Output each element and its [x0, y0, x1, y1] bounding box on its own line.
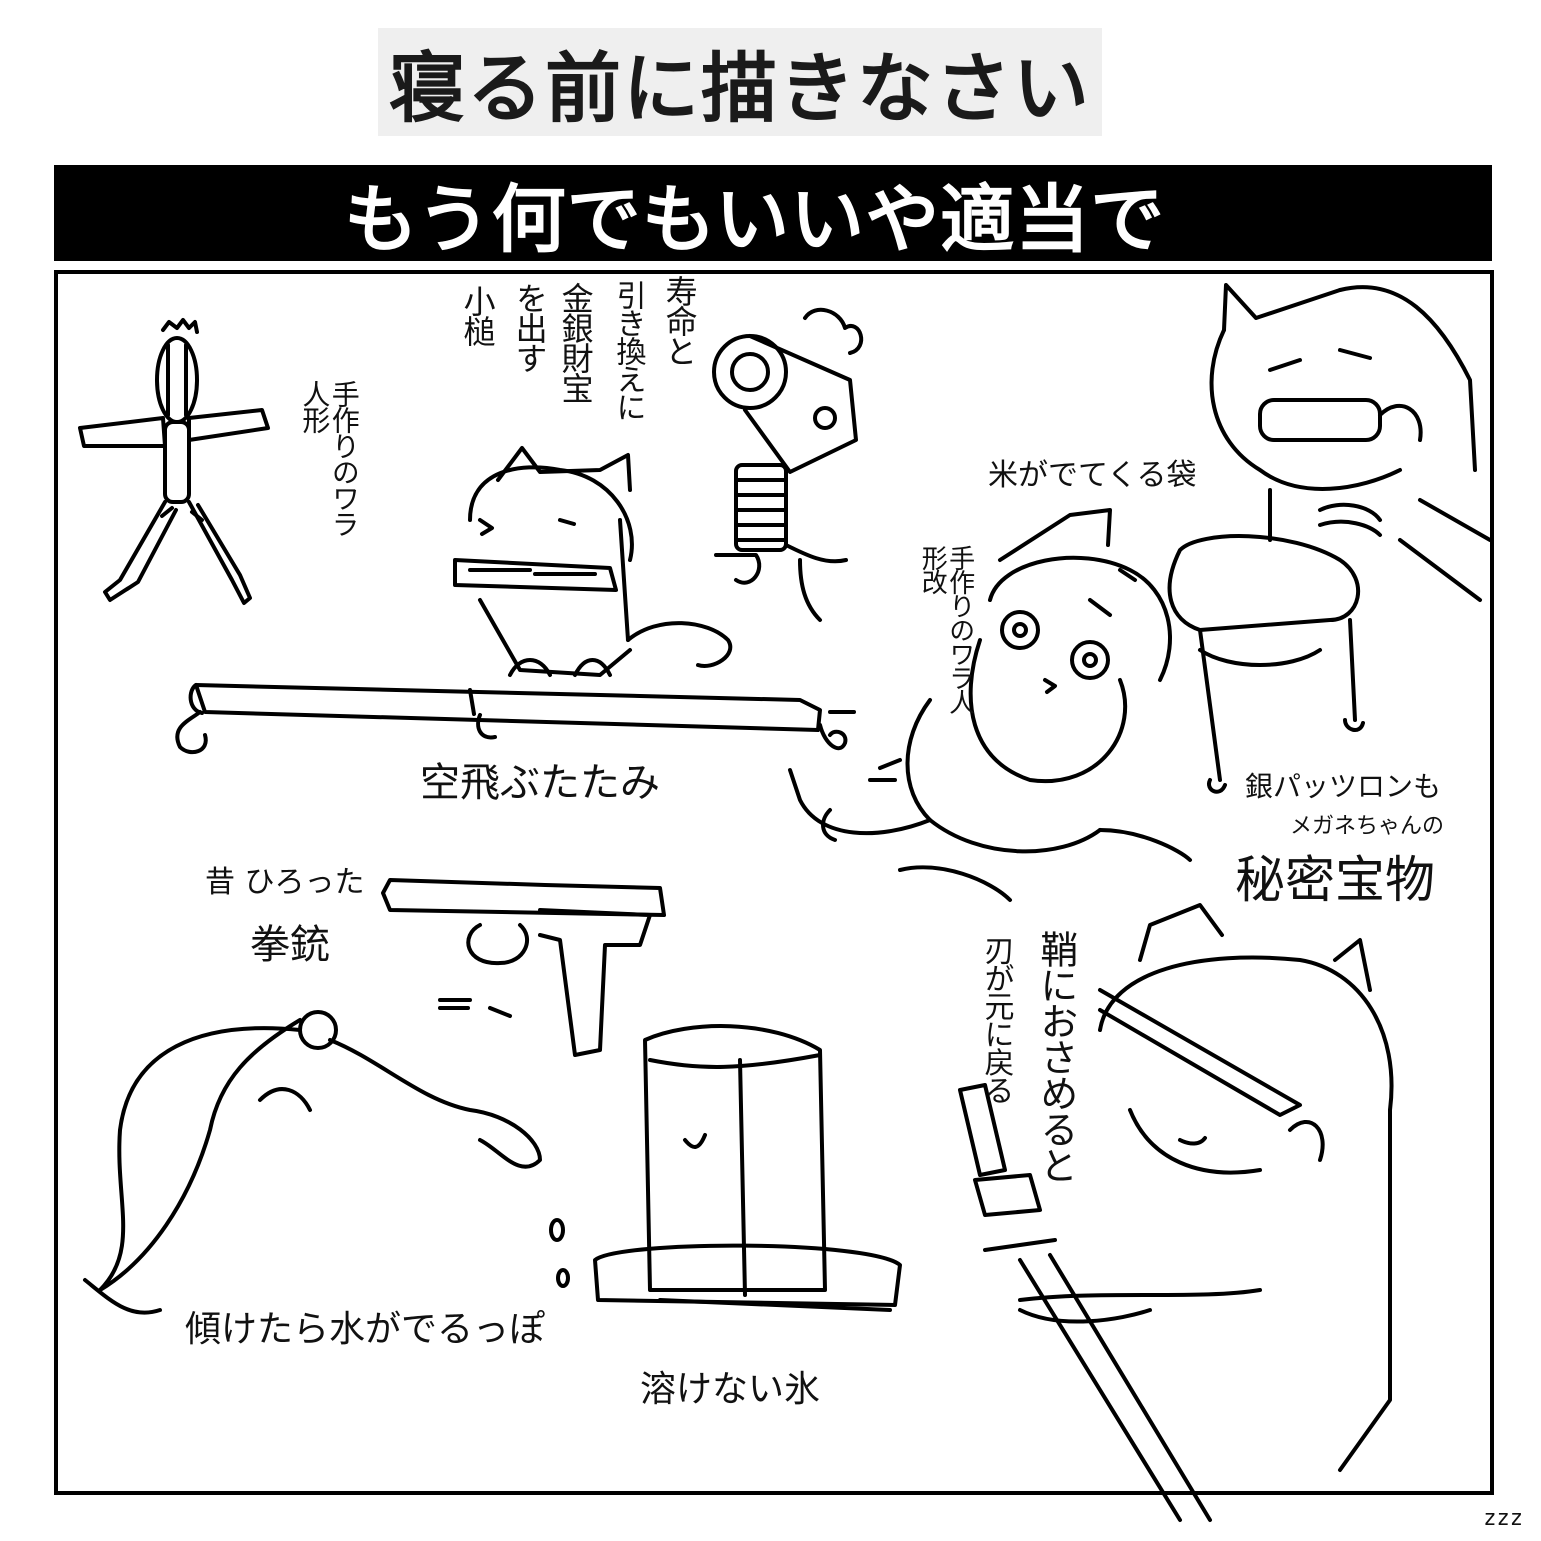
cat-character-3	[958, 903, 1394, 1522]
straw-doll-drawing	[78, 318, 270, 605]
cat-character-2	[1209, 283, 1492, 602]
label-ice: 溶けない氷	[640, 1369, 821, 1410]
label-pants-line1: 銀パッツロンも	[1245, 770, 1442, 803]
label-mallet-col5: 寿命と	[660, 275, 699, 365]
label-mallet-col1: 小槌	[458, 285, 497, 345]
label-mallet-col2: を出す	[510, 282, 549, 372]
label-mallet-col3: 金銀財宝	[556, 282, 595, 402]
title-box: 寝る前に描きなさい	[378, 28, 1102, 136]
label-rice-bag: 米がでてくる袋	[988, 458, 1197, 493]
label-mallet-col4: 引き換えに	[610, 280, 646, 420]
mallet-drawing	[712, 307, 864, 622]
label-straw-doll: 手作りのワラ人形	[298, 380, 361, 536]
pistol-drawing	[381, 878, 666, 1057]
label-water-jar: 傾けたら水がでるっぽ	[185, 1309, 546, 1350]
label-scabbard-col2: 刃が元に戻る	[978, 935, 1014, 1103]
label-pants-line2: メガネちゃんの	[1290, 814, 1445, 839]
label-pistol-line1: 昔 ひろった	[205, 865, 365, 900]
ice-drawing	[593, 1024, 902, 1312]
label-flying-tatami: 空飛ぶたたみ	[420, 760, 660, 806]
label-scabbard-col1: 鞘におさめると	[1033, 930, 1078, 1182]
label-pistol-line2: 拳銃	[250, 922, 330, 968]
banner-text: もう何でもいいや適当で	[344, 176, 1166, 263]
label-secret-treasure: 秘密宝物	[1235, 851, 1435, 909]
signature: zzz	[1483, 1506, 1523, 1531]
cat-character-1	[453, 446, 733, 677]
flying-tatami-drawing	[175, 683, 856, 755]
label-straw-doll-kai: 手作りのワラ人形改	[917, 545, 975, 713]
banner: もう何でもいいや適当で	[54, 165, 1492, 263]
page-title: 寝る前に描きなさい	[389, 44, 1091, 133]
rice-bag-drawing	[1167, 534, 1365, 794]
water-jar-drawing	[83, 1010, 570, 1315]
straw-doll-kai-drawing	[788, 508, 1192, 902]
